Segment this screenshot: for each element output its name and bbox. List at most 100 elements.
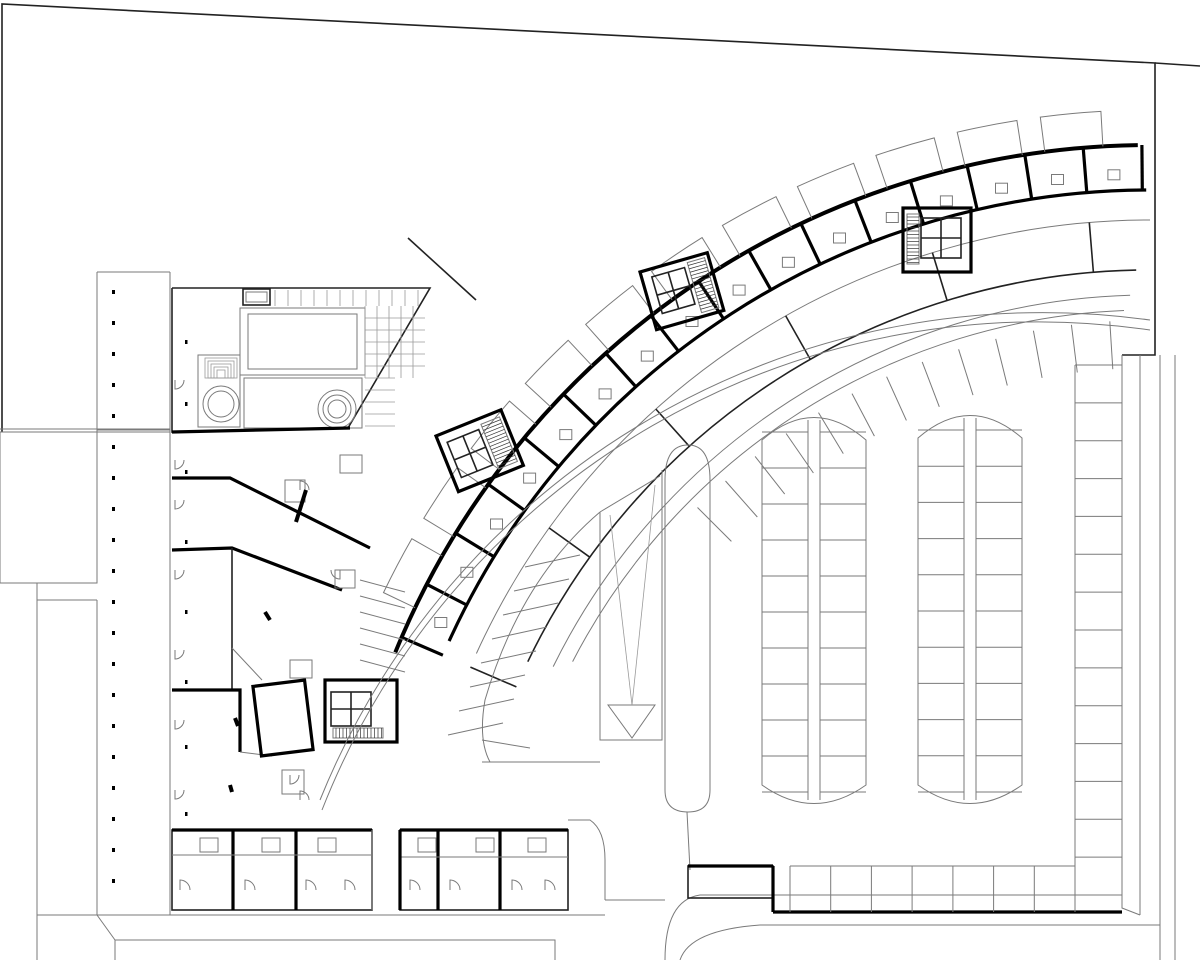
- bathroom: [199, 837, 219, 853]
- room-partition: [470, 666, 517, 688]
- parking-bay: [491, 626, 548, 640]
- door-swing: [174, 789, 185, 800]
- arc-corridor-inner: [475, 219, 1151, 654]
- stair-step: [694, 283, 713, 290]
- pillar: [185, 745, 188, 749]
- door-swing: [305, 879, 317, 891]
- unit-bathroom: [523, 472, 537, 484]
- parking-bay: [818, 412, 844, 454]
- parking-bay: [697, 507, 732, 542]
- unit-partition: [487, 483, 526, 512]
- pillar: [185, 340, 188, 344]
- unit-partition: [400, 635, 444, 657]
- door-swing: [449, 879, 461, 891]
- unit-bathroom: [1107, 169, 1121, 181]
- stair-step: [700, 303, 719, 310]
- bathroom: [317, 837, 337, 853]
- pillar: [185, 470, 188, 474]
- pillar: [112, 414, 115, 418]
- stair-step: [692, 277, 711, 283]
- stair-run: [480, 416, 519, 470]
- pillar: [185, 610, 188, 614]
- bathroom: [289, 659, 313, 679]
- door-swing: [344, 879, 356, 891]
- unit-bathroom: [833, 232, 846, 244]
- stair-step: [688, 263, 707, 270]
- balcony: [650, 236, 721, 301]
- parking-bay: [1070, 324, 1078, 373]
- door-swing: [299, 790, 310, 801]
- pillar: [112, 817, 115, 821]
- stair-step: [689, 266, 708, 273]
- pillar: [185, 540, 188, 544]
- parking-bay: [851, 393, 875, 437]
- unit-bathroom: [781, 256, 795, 268]
- pillar: [112, 538, 115, 542]
- parking-bay: [502, 602, 559, 616]
- parking-island: [917, 415, 1023, 804]
- stair-step: [696, 290, 715, 297]
- pool-step: [207, 360, 235, 379]
- bathroom: [261, 837, 281, 853]
- pillar: [112, 724, 115, 728]
- stair-step: [483, 422, 503, 431]
- door-swing: [174, 719, 185, 730]
- parking-bay: [359, 611, 406, 625]
- stair-step: [693, 280, 712, 287]
- pillar: [112, 693, 115, 697]
- pillar: [185, 812, 188, 816]
- stair-step: [687, 260, 706, 266]
- bathroom: [527, 837, 547, 853]
- unit-partition: [523, 436, 560, 468]
- parking-bay: [785, 433, 814, 474]
- unit-partition: [1023, 154, 1034, 200]
- unit-bathroom: [939, 195, 953, 207]
- room-partition: [548, 527, 591, 558]
- pool-courtyard: [171, 287, 432, 433]
- stair-step: [691, 273, 710, 280]
- stair-step: [695, 287, 714, 293]
- parking-bay: [921, 361, 940, 407]
- driveway: [319, 312, 1151, 914]
- stair-step: [492, 445, 512, 454]
- balcony: [796, 162, 867, 219]
- balcony: [1039, 110, 1104, 152]
- pillar: [112, 569, 115, 573]
- pillar: [112, 879, 115, 883]
- unit-partition: [908, 180, 926, 225]
- unit-bathroom: [885, 212, 899, 223]
- parking-bay: [447, 722, 504, 736]
- pillar: [112, 321, 115, 325]
- parking-bay: [754, 456, 786, 495]
- pillar: [112, 755, 115, 759]
- stair-step: [485, 429, 505, 438]
- unit-bathroom: [559, 429, 573, 441]
- pool-step: [213, 366, 229, 379]
- unit-partition: [604, 352, 638, 388]
- west-colonnade: [97, 272, 188, 915]
- parking-bay: [1109, 321, 1114, 370]
- pillar: [112, 600, 115, 604]
- parking-bay: [359, 643, 406, 657]
- stair-cores: [323, 206, 973, 744]
- parking-bay: [359, 659, 406, 673]
- bathroom: [339, 454, 363, 474]
- unit-bathroom: [1051, 174, 1064, 185]
- pillar: [112, 631, 115, 635]
- pillar: [185, 680, 188, 684]
- parking-island: [761, 417, 867, 804]
- bathroom: [475, 837, 495, 853]
- pillar: [112, 848, 115, 852]
- door-swing: [174, 379, 185, 390]
- unit-partition: [965, 165, 979, 210]
- parking-bay: [359, 579, 406, 593]
- arc-wing: [382, 110, 1151, 688]
- pillar: [112, 352, 115, 356]
- balcony: [470, 400, 537, 470]
- arc-corridor-wall: [447, 188, 1147, 642]
- pillar: [112, 445, 115, 449]
- room-partition: [655, 408, 690, 447]
- parking-bay: [524, 554, 581, 568]
- unit-partition: [747, 249, 773, 291]
- stair-step: [487, 432, 506, 441]
